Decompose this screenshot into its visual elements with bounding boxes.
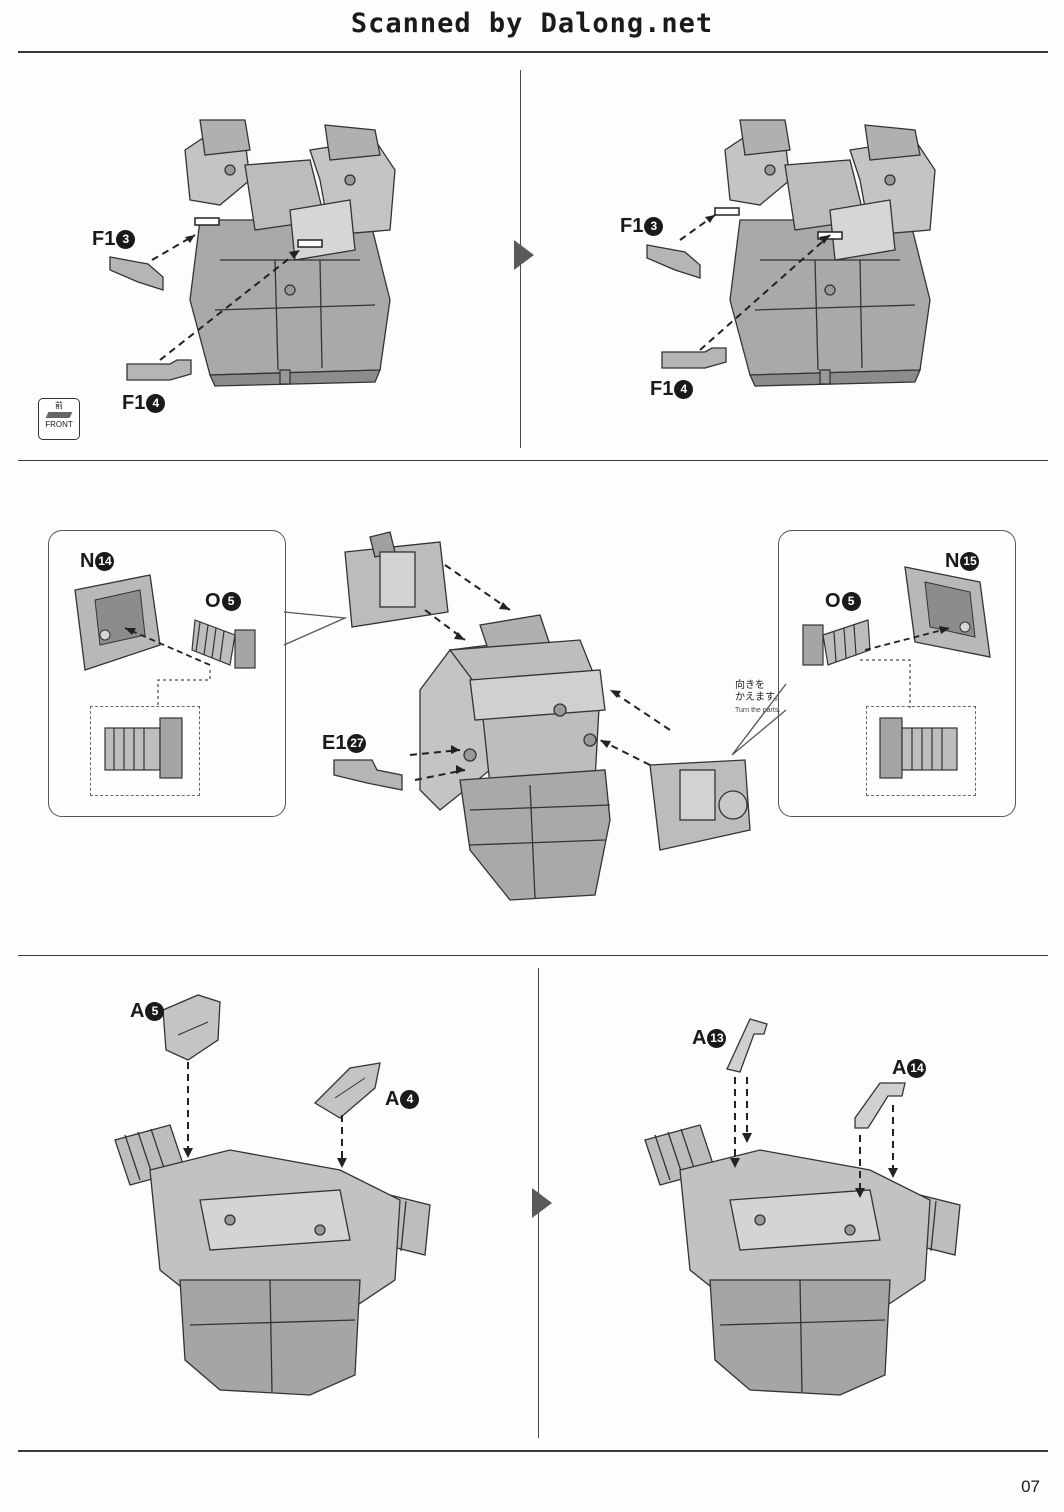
part-o-5-rotated-left <box>104 717 183 779</box>
left-callout-arrows <box>124 627 211 708</box>
label-f1-4-text: F1 <box>122 392 146 414</box>
label-a4-text: A <box>385 1088 400 1110</box>
turn-parts-note: 向きを かえます。 Turn the parts. <box>735 680 825 717</box>
callout-pointer-right <box>731 683 787 756</box>
front-icon-jp: 前 <box>55 401 63 410</box>
step2-insert-arrows <box>679 214 831 351</box>
step3-insert-arrows <box>409 564 671 781</box>
label-f1-3-b-text: F1 <box>620 215 644 237</box>
label-a13-num: 13 <box>707 1029 727 1048</box>
label-n-15-num: 15 <box>960 552 980 571</box>
step1-insert-arrows <box>151 234 301 361</box>
turn-parts-note-jp: 向きを かえます。 <box>735 680 784 703</box>
front-icon-en: FRONT <box>45 420 73 429</box>
part-o-5-right <box>802 619 871 666</box>
label-a14-num: 14 <box>907 1059 927 1078</box>
part-f1-3 <box>109 256 164 291</box>
label-o-5-b-num: 5 <box>841 592 861 611</box>
label-o-5-text: O <box>205 590 221 612</box>
part-a4 <box>313 1062 381 1119</box>
step5-body-drawing <box>644 1124 961 1396</box>
label-o-5-b-text: O <box>825 590 841 612</box>
step5-insert-arrows <box>730 1077 898 1198</box>
step4-body-drawing <box>114 1124 431 1396</box>
callout-pointer-left <box>283 611 348 646</box>
step-arrow-icon <box>514 240 534 270</box>
left-callout-detail-box <box>90 706 200 796</box>
bottom-rule <box>18 1450 1048 1452</box>
front-direction-icon: 前 FRONT <box>38 398 80 440</box>
label-f1-4-num: 4 <box>146 394 166 413</box>
turn-parts-note-en: Turn the parts. <box>735 707 781 714</box>
label-n-14-text: N <box>80 550 95 572</box>
label-a5-num: 5 <box>145 1002 165 1021</box>
part-o-5 <box>191 619 256 669</box>
label-f1-3-num: 3 <box>116 230 136 249</box>
part-a5 <box>162 994 221 1061</box>
label-e1-27-text: E1 <box>322 732 347 754</box>
step4-insert-arrows <box>183 1062 347 1168</box>
step-arrow-icon-2 <box>532 1188 552 1218</box>
label-a5-text: A <box>130 1000 145 1022</box>
step3-body-drawing <box>419 614 611 901</box>
label-n-15-text: N <box>945 550 960 572</box>
row1-bottom-rule <box>18 460 1048 461</box>
part-a13 <box>726 1018 768 1073</box>
label-f1-4-b-num: 4 <box>674 380 694 399</box>
page-number: 07 <box>1021 1477 1040 1496</box>
row2-bottom-rule <box>18 955 1048 956</box>
page-header-title: Scanned by Dalong.net <box>350 8 714 39</box>
label-f1-4-b-text: F1 <box>650 378 674 400</box>
part-f1-4-b <box>661 347 727 369</box>
part-f1-3-b <box>646 244 701 279</box>
step2-body-drawing <box>714 119 936 387</box>
label-f1-3-b-num: 3 <box>644 217 664 236</box>
part-e1-27 <box>333 759 403 791</box>
label-n-14-num: 14 <box>95 552 115 571</box>
part-a14 <box>854 1082 906 1129</box>
label-e1-27-num: 27 <box>347 734 367 753</box>
label-a13-text: A <box>692 1027 707 1049</box>
part-f1-4 <box>126 359 192 381</box>
label-f1-3-text: F1 <box>92 228 116 250</box>
part-top-plate <box>344 531 449 628</box>
right-callout-detail-box <box>866 706 976 796</box>
top-rule <box>18 51 1048 53</box>
label-o-5-num: 5 <box>221 592 241 611</box>
label-a14-text: A <box>892 1057 907 1079</box>
part-o-5-rotated-right <box>879 717 958 779</box>
step1-body-drawing <box>184 119 396 387</box>
label-a4-num: 4 <box>400 1090 420 1109</box>
right-callout-arrows <box>860 626 951 708</box>
part-side-plate <box>649 759 751 851</box>
